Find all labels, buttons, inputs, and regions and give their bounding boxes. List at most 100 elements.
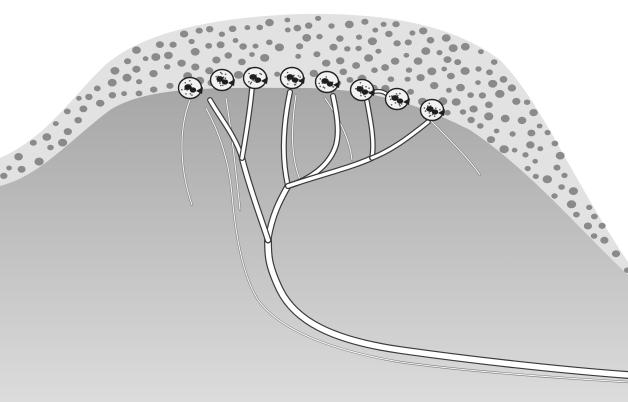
- granule: [189, 39, 195, 44]
- granule: [475, 80, 481, 85]
- granule: [150, 87, 157, 93]
- granule: [501, 115, 510, 123]
- cell-granule: [189, 80, 191, 82]
- granule: [196, 28, 203, 34]
- cell-granule: [424, 107, 426, 109]
- granule: [509, 131, 515, 136]
- granule: [238, 59, 246, 66]
- cell-granule: [220, 72, 222, 74]
- granule: [533, 174, 539, 179]
- granule: [42, 133, 51, 140]
- granule: [355, 46, 361, 51]
- granule: [336, 57, 344, 64]
- granule: [76, 96, 82, 101]
- granule: [407, 89, 414, 95]
- cell-granule: [319, 86, 321, 88]
- granule: [64, 109, 71, 115]
- granule: [414, 57, 423, 64]
- granule: [35, 158, 44, 166]
- granule: [419, 27, 427, 34]
- cell-granule: [396, 93, 398, 95]
- granule: [452, 98, 461, 106]
- cell-granule: [298, 75, 300, 77]
- cell-granule: [429, 112, 431, 114]
- granule: [442, 34, 451, 42]
- granule: [537, 124, 543, 129]
- granule: [409, 30, 415, 35]
- granule: [356, 35, 362, 40]
- cell-granule: [399, 104, 401, 106]
- granule: [285, 28, 291, 33]
- cell-granule: [320, 78, 322, 80]
- cell-granule: [395, 102, 397, 104]
- granule: [170, 42, 177, 48]
- granule: [316, 34, 322, 39]
- granule: [352, 62, 360, 69]
- cell-granule: [390, 99, 392, 101]
- granule: [446, 88, 452, 93]
- cell-granule: [429, 103, 431, 105]
- granule: [313, 51, 320, 57]
- granule: [529, 109, 537, 116]
- cell-granule: [399, 105, 401, 107]
- granule: [391, 58, 399, 65]
- granule: [461, 43, 470, 51]
- granule: [123, 74, 132, 82]
- granule: [108, 79, 117, 87]
- granule: [164, 64, 170, 69]
- granule: [249, 52, 255, 57]
- cell-granule: [191, 94, 193, 96]
- granule: [573, 212, 580, 218]
- granule: [132, 46, 141, 53]
- granule: [233, 38, 239, 43]
- granule: [245, 25, 251, 30]
- granule: [18, 166, 26, 173]
- granule: [177, 60, 185, 67]
- cell-granule: [251, 82, 253, 84]
- granule: [495, 90, 504, 98]
- cell-granule: [261, 74, 263, 76]
- granule: [461, 67, 470, 75]
- granule: [364, 54, 373, 62]
- cell-granule: [324, 87, 326, 89]
- granule: [275, 44, 284, 52]
- granule: [612, 250, 620, 257]
- granule: [494, 129, 500, 134]
- granule: [388, 76, 395, 82]
- granule: [296, 43, 303, 49]
- granule: [256, 25, 263, 31]
- granule: [294, 25, 302, 32]
- cell-granule: [287, 72, 289, 74]
- granule: [205, 67, 213, 74]
- granule: [477, 123, 484, 129]
- granule: [345, 21, 354, 29]
- granule: [537, 146, 543, 151]
- granule: [239, 43, 247, 49]
- granule: [347, 77, 354, 83]
- granule: [225, 52, 233, 58]
- cell-granule: [318, 83, 320, 85]
- granule: [405, 77, 411, 82]
- cell-granule: [248, 73, 250, 75]
- cell-granule: [399, 93, 401, 95]
- cell-granule: [429, 115, 431, 117]
- granule: [527, 130, 535, 137]
- granule: [499, 145, 508, 153]
- cell-granule: [439, 109, 441, 111]
- granule: [467, 92, 474, 98]
- granule: [522, 152, 528, 157]
- cell-nucleus: [432, 109, 438, 114]
- granule: [340, 69, 348, 76]
- cell-granule: [425, 110, 427, 112]
- granule: [487, 136, 495, 143]
- granule: [543, 175, 552, 183]
- cell-nucleus: [190, 87, 196, 92]
- granule: [217, 41, 225, 48]
- granule: [467, 117, 474, 123]
- granule: [149, 70, 157, 77]
- granule: [381, 22, 387, 27]
- cell-granule: [288, 80, 290, 82]
- granule: [417, 74, 425, 81]
- cell-granule: [332, 86, 334, 88]
- granule: [79, 106, 87, 113]
